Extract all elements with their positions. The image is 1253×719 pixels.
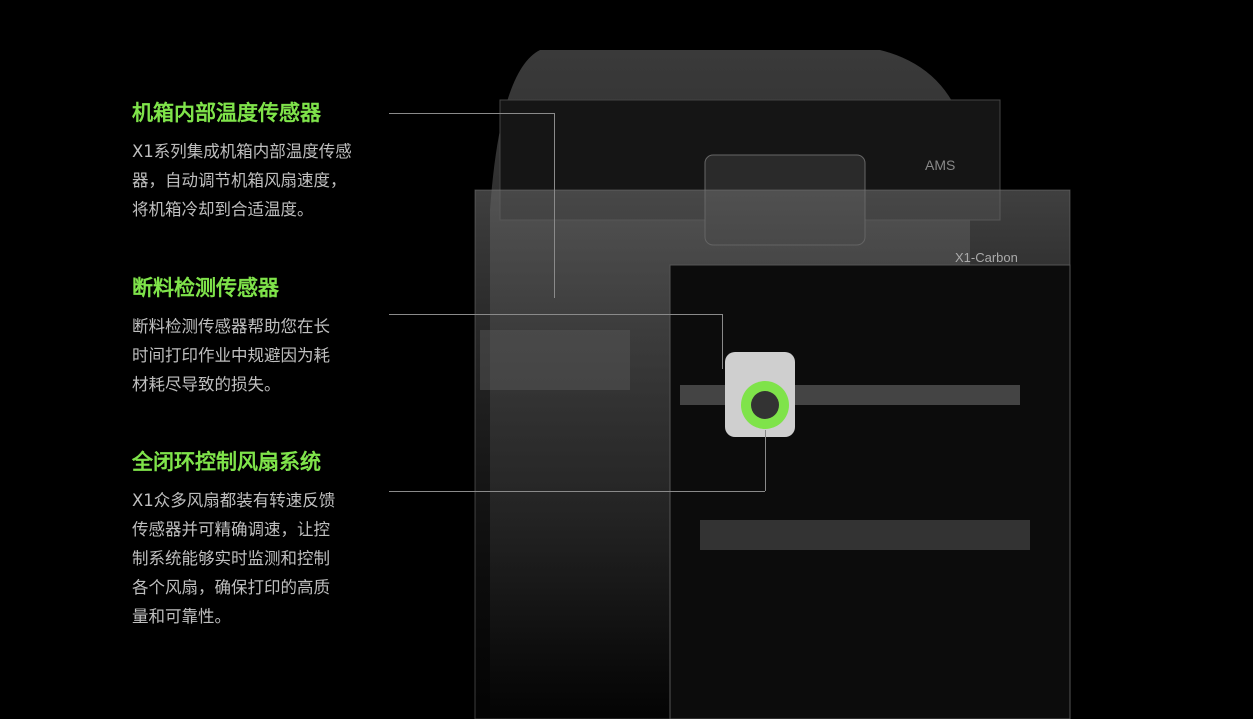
leader-line-2 [389,314,722,315]
feature-line: 材耗尽导致的损失。 [132,375,281,394]
feature-line: 器，自动调节机箱风扇速度， [132,171,347,190]
feature-line: 时间打印作业中规避因为耗 [132,346,330,365]
feature-line: 将机箱冷却到合适温度。 [132,200,314,219]
leader-line-3 [389,491,765,492]
feature-line: 断料检测传感器帮助您在长 [132,317,330,336]
feature-line: 制系统能够实时监测和控制 [132,549,330,568]
feature-title: 机箱内部温度传感器 [132,101,321,125]
leader-line-1 [389,113,554,114]
feature-title: 全闭环控制风扇系统 [132,450,321,474]
feature-line: X1众多风扇都装有转速反馈 [132,491,336,510]
feature-title: 断料检测传感器 [132,276,279,300]
leader-line-2-vertical [722,314,723,369]
printer-image: AMS X1-Carbon [474,50,1071,719]
leader-line-3-vertical [765,430,766,491]
ams-label: AMS [925,157,955,173]
feature-line: 各个风扇，确保打印的高质 [132,578,330,597]
leader-line-1-vertical [554,113,555,298]
feature-line: 传感器并可精确调速，让控 [132,520,330,539]
feature-filament-runout-sensor: 断料检测传感器 断料检测传感器帮助您在长 时间打印作业中规避因为耗 材耗尽导致的… [132,274,402,399]
feature-chamber-temp-sensor: 机箱内部温度传感器 X1系列集成机箱内部温度传感 器，自动调节机箱风扇速度， 将… [132,99,402,224]
feature-line: X1系列集成机箱内部温度传感 [132,142,352,161]
model-label: X1-Carbon [955,250,1018,265]
feature-line: 量和可靠性。 [132,607,231,626]
feature-closed-loop-fan-system: 全闭环控制风扇系统 X1众多风扇都装有转速反馈 传感器并可精确调速，让控 制系统… [132,448,402,631]
